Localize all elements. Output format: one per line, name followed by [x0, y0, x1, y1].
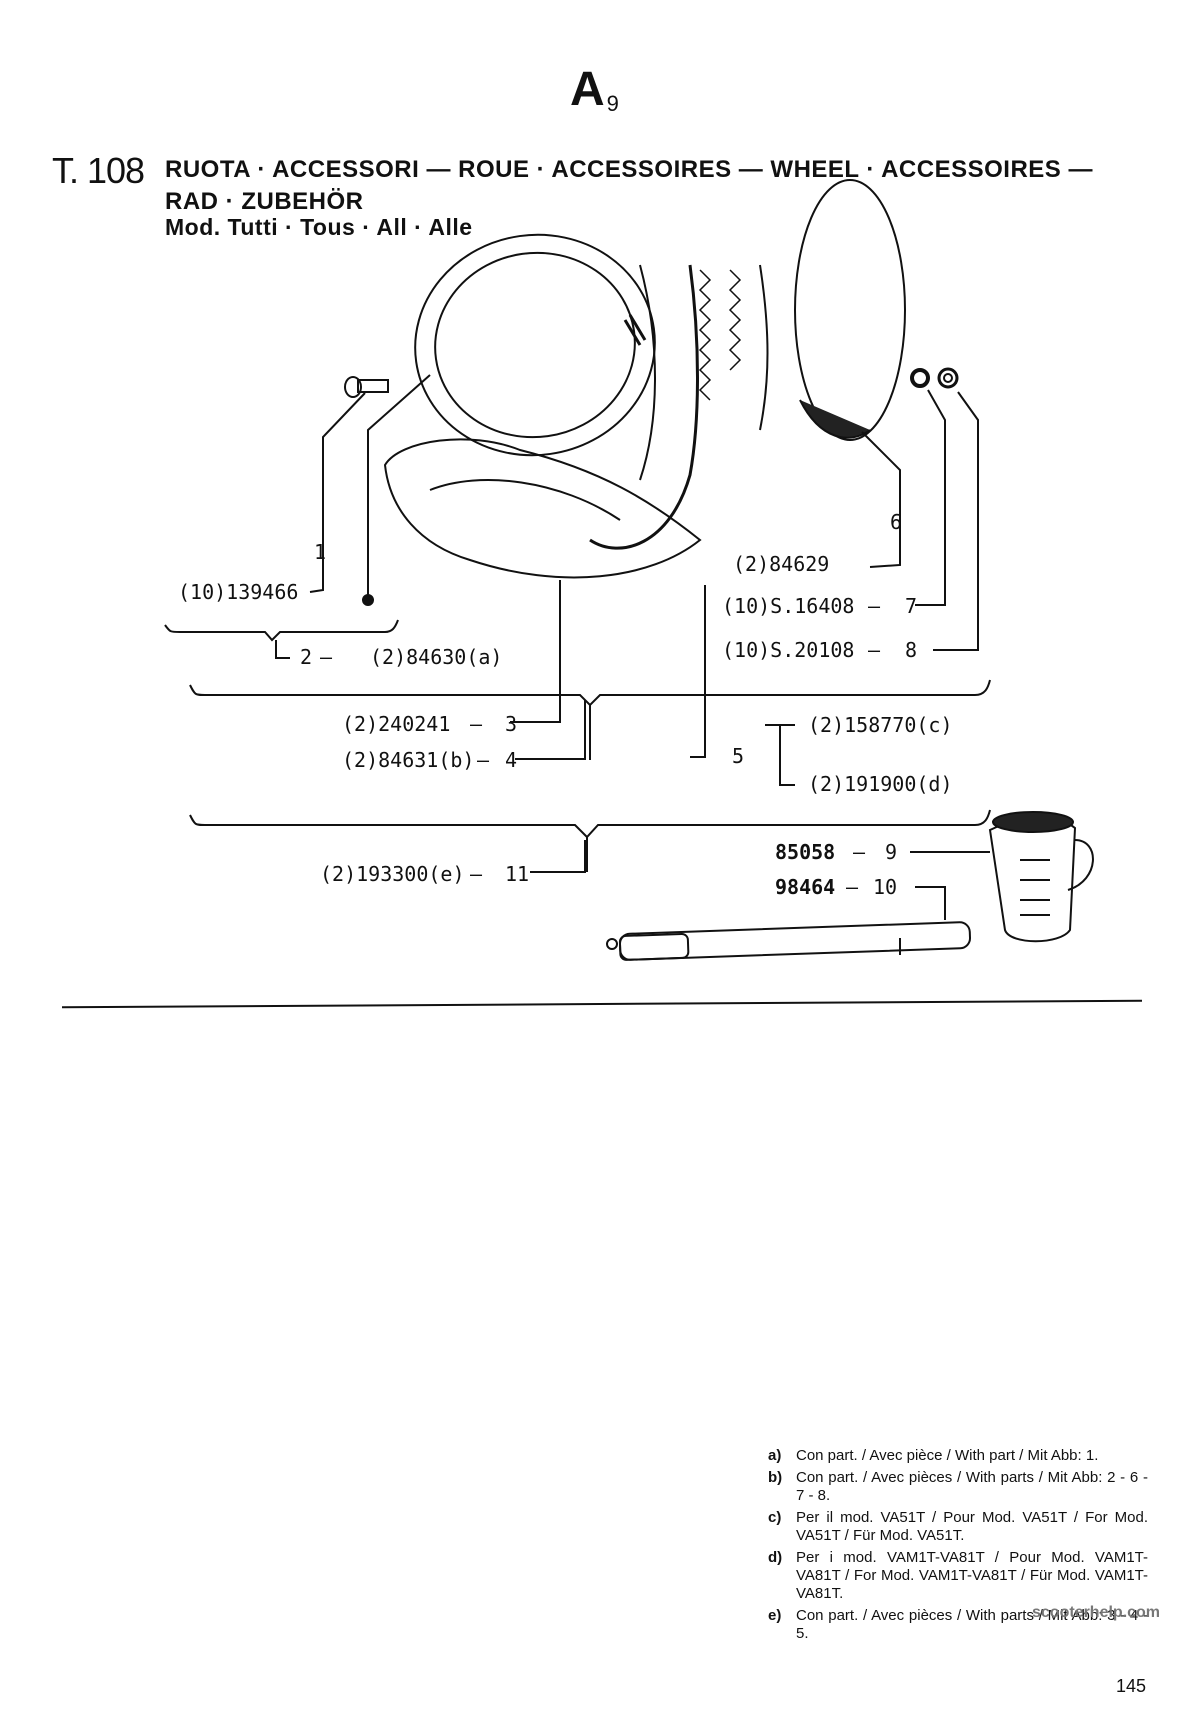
inner-tube: [383, 438, 702, 579]
part-6-code: (2)84629: [733, 552, 830, 576]
part-1-code: (10)139466: [178, 580, 299, 604]
footnote-c: c)Per il mod. VA51T / Pour Mod. VA51T / …: [768, 1509, 1148, 1544]
tyre-pump: [606, 921, 972, 961]
part-3-code: (2)240241: [342, 712, 451, 736]
part-8-code: (10)S.20108: [722, 638, 855, 662]
nut-8: [937, 367, 959, 389]
page-number: 145: [1116, 1676, 1147, 1696]
part-5-ref: 5: [732, 744, 745, 768]
part-10-ref: 10: [873, 875, 898, 899]
footnote-a: a)Con part. / Avec pièce / With part / M…: [768, 1447, 1099, 1464]
section-code: A9: [570, 63, 619, 116]
part-9-ref: 9: [885, 840, 898, 864]
footnote-e: e)Con part. / Avec pièces / With parts /…: [768, 1607, 1148, 1642]
part-10-code: 98464: [775, 875, 836, 899]
measuring-jug: [988, 811, 1094, 943]
brace-2: [164, 619, 399, 642]
part-11-ref: 11: [505, 862, 530, 886]
section-divider: [62, 999, 1142, 1009]
part-2-ref: 2: [300, 645, 313, 669]
tyre: [589, 264, 699, 550]
part-3-dash: —: [470, 712, 483, 736]
part-4-dash: —: [477, 748, 490, 772]
part-8-ref: 8: [905, 638, 918, 662]
watermark: scooterhelp.com: [1032, 1604, 1161, 1621]
exploded-parts-drawing: [164, 179, 1094, 961]
footnote-b: b)Con part. / Avec pièces / With parts /…: [768, 1469, 1148, 1504]
part-4-ref: 4: [505, 748, 518, 772]
part-8-dash: —: [868, 638, 881, 662]
part-7-dash: —: [868, 594, 881, 618]
footnotes: a)Con part. / Avec pièce / With part / M…: [768, 1447, 1148, 1647]
part-3-ref: 3: [505, 712, 518, 736]
footnote-d: d)Per i mod. VAM1T-VA81T / Pour Mod. VAM…: [768, 1549, 1148, 1602]
part-10-dash: —: [846, 875, 859, 899]
wheel-rim: [414, 233, 656, 457]
screw-1: [344, 376, 389, 398]
part-9-dash: —: [853, 840, 866, 864]
part-11-code: (2)193300(e): [320, 862, 465, 886]
title-line-1: RUOTA · ACCESSORI — ROUE · ACCESSOIRES —…: [165, 156, 1093, 183]
part-2-code: (2)84630(a): [370, 645, 503, 669]
part-7-code: (10)S.16408: [722, 594, 855, 618]
title-line-2: RAD · ZUBEHÖR: [165, 188, 364, 215]
part-6-ref: 6: [890, 510, 903, 534]
part-7-ref: 7: [905, 594, 918, 618]
part-1-ref: 1: [314, 540, 327, 564]
part-9-code: 85058: [775, 840, 836, 864]
rim-half: [794, 179, 906, 441]
table-number: T. 108: [52, 150, 145, 191]
part-5-code-d: (2)191900(d): [808, 772, 953, 796]
models-line: Mod. Tutti · Tous · All · Alle: [165, 214, 473, 240]
brace-11: [189, 809, 991, 839]
part-11-dash: —: [470, 862, 483, 886]
part-5-code-c: (2)158770(c): [808, 713, 953, 737]
valve: [623, 314, 647, 346]
part-4-code: (2)84631(b): [342, 748, 475, 772]
part-2-dash: —: [320, 645, 333, 669]
brace-3-4: [189, 679, 991, 707]
washer-7: [910, 368, 930, 388]
